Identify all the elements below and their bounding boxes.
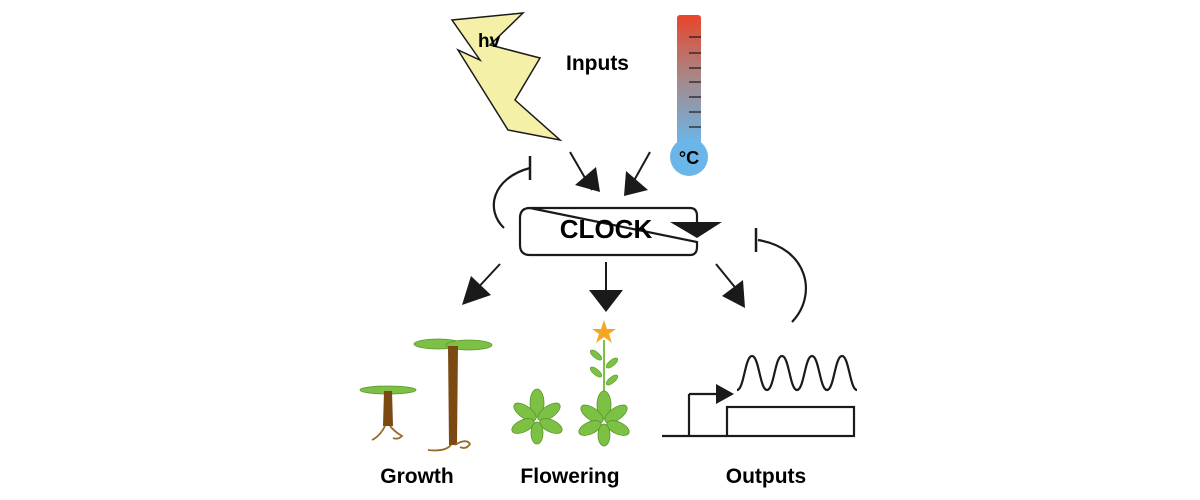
thermometer-icon: °C — [670, 15, 708, 176]
outputs-output-arrow — [715, 263, 739, 292]
flowering-output-arrowhead — [589, 290, 623, 312]
clock-node: CLOCK — [518, 206, 722, 257]
oscillation-wave-icon — [736, 354, 858, 392]
temperature-unit-label: °C — [679, 148, 699, 168]
output-feedback-inhibition — [757, 238, 807, 323]
growth-output-arrowhead — [462, 276, 491, 305]
light-input-arrowhead — [575, 167, 600, 192]
light-symbol-label: hv — [478, 31, 501, 52]
outputs-label: Outputs — [726, 465, 806, 488]
lightning-icon: hv — [450, 12, 563, 142]
temperature-input-arrowhead — [624, 171, 648, 196]
clock-feedback-inhibition — [492, 166, 531, 229]
rosette-icon — [511, 388, 563, 445]
flower-icon — [592, 320, 616, 343]
seedling-icon — [413, 338, 493, 452]
flowering-label: Flowering — [520, 465, 619, 488]
growth-label: Growth — [380, 465, 454, 488]
gene-promoter-icon — [662, 384, 856, 438]
clock-label: CLOCK — [560, 214, 653, 244]
seedling-icon — [359, 385, 417, 441]
outputs-output-arrowhead — [722, 280, 745, 308]
inputs-label: Inputs — [566, 52, 629, 75]
clock-cycle-arrowhead — [670, 222, 722, 238]
flowering-plant-icon — [578, 320, 630, 447]
